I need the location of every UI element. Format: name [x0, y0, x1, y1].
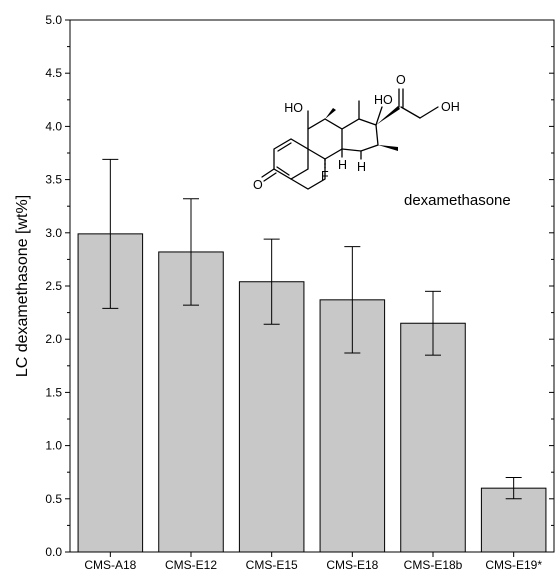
- bar: [238, 281, 305, 553]
- atom-ho-left: HO: [284, 101, 303, 115]
- dexamethasone-structure: HO HO OH O O F H H dexamethasone: [253, 73, 511, 209]
- atom-h-c8: H: [338, 158, 347, 172]
- y-tick-label: 0.5: [45, 492, 62, 506]
- x-tick-label: CMS-E18b: [404, 558, 463, 572]
- y-tick-label: 2.5: [45, 279, 62, 293]
- y-tick-label: 3.5: [45, 173, 62, 187]
- x-tick-label: CMS-E18: [326, 558, 378, 572]
- y-tick-label: 4.5: [45, 66, 62, 80]
- atom-ho-top: HO: [374, 93, 393, 107]
- x-tick-label: CMS-E19*: [485, 558, 542, 572]
- y-tick-label: 1.0: [45, 439, 62, 453]
- atom-oh-right: OH: [441, 100, 460, 114]
- atom-f: F: [321, 169, 329, 183]
- y-tick-label: 5.0: [45, 13, 62, 27]
- bars: [77, 158, 547, 553]
- atom-o-left: O: [253, 178, 263, 192]
- y-tick-label: 1.5: [45, 385, 62, 399]
- atom-o-top: O: [396, 73, 406, 87]
- x-axis: CMS-A18 CMS-E12 CMS-E15 CMS-E18 CMS-E18b CMS-…: [84, 552, 542, 572]
- x-tick-label: CMS-E15: [246, 558, 298, 572]
- y-tick-label: 0.0: [45, 545, 62, 559]
- x-tick-label: CMS-E12: [165, 558, 217, 572]
- y-tick-label: 2.0: [45, 332, 62, 346]
- molecule-name: dexamethasone: [404, 192, 511, 209]
- y-tick-label: 4.0: [45, 119, 62, 133]
- y-tick-label: 3.0: [45, 226, 62, 240]
- y-axis: 0.0 0.5 1.0 1.5 2.0 2.5 3.0 3.5 4.0 4.5 5.0: [45, 13, 554, 559]
- atom-h-c14: H: [357, 160, 366, 174]
- y-axis-title: LC dexamethasone [wt%]: [14, 195, 31, 377]
- x-tick-label: CMS-A18: [84, 558, 136, 572]
- bar: [400, 322, 466, 553]
